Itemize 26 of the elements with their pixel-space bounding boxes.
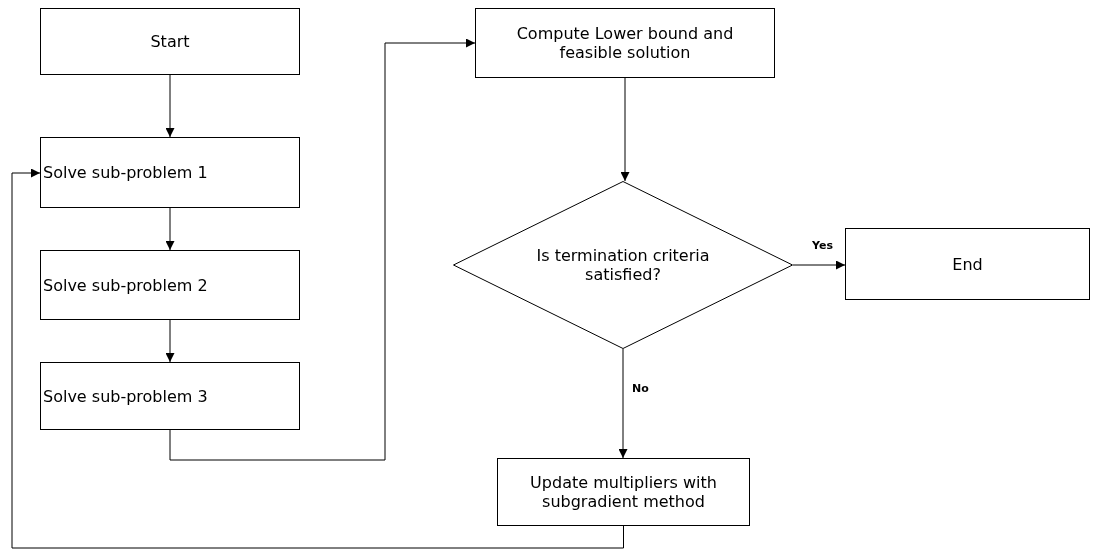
node-label: Solve sub-problem 1 [42, 163, 208, 182]
node-label: Start [150, 32, 190, 51]
process-box [40, 137, 300, 208]
process-box [845, 228, 1090, 300]
arrow [165, 74, 175, 138]
process-box [40, 362, 300, 430]
arrow [620, 77, 630, 182]
node-label: Solve sub-problem 3 [42, 386, 208, 406]
arrow [618, 348, 628, 459]
edge-label: Yes [811, 239, 834, 252]
node-label: Solve sub-problem 2 [42, 275, 208, 295]
arrow [165, 319, 175, 363]
node-label: Compute Lower bound and feasible solution [515, 24, 735, 62]
edge-label: No [631, 382, 650, 395]
process-box [497, 458, 750, 526]
process-box [475, 8, 775, 78]
decision-diamond [453, 181, 793, 349]
process-box [40, 250, 300, 320]
node-label: Update multipliers with subgradient method [529, 473, 718, 511]
arrow [11, 168, 624, 549]
node-label: Is termination criteria satisfied? [535, 246, 711, 284]
process-box [40, 8, 300, 75]
arrow [792, 260, 846, 270]
node-label: End [952, 254, 983, 274]
arrow [169, 38, 476, 461]
arrow [165, 207, 175, 251]
